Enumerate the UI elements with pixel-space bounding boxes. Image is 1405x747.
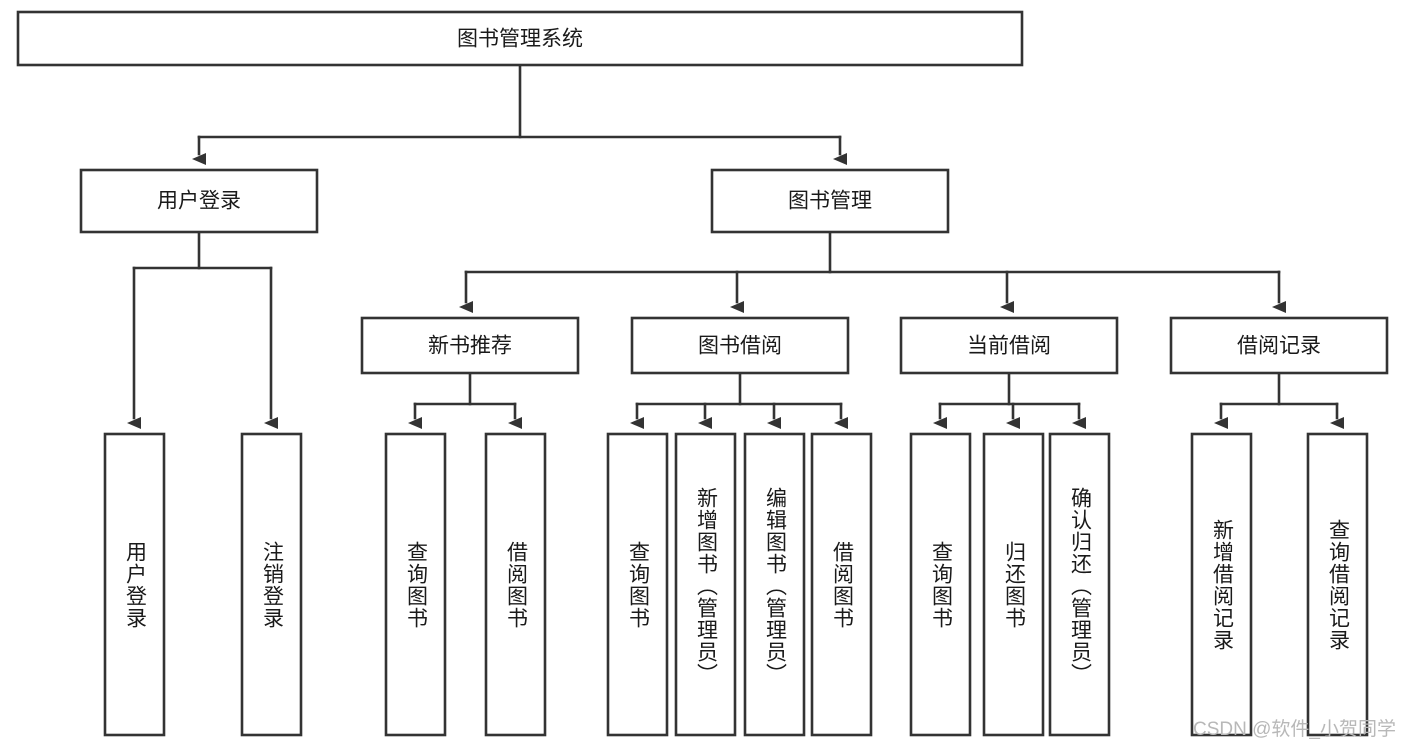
node-book-borrow[interactable]: 图书借阅 [630, 316, 850, 375]
leaf-borrow-borrow-book-box[interactable] [810, 432, 873, 737]
node-book-borrow-box[interactable] [630, 316, 850, 375]
leaf-current-confirm-return[interactable]: 确认归还（管理员） [1048, 432, 1111, 737]
connector-group-book-manage [459, 230, 1286, 313]
node-current-borrow[interactable]: 当前借阅 [899, 316, 1119, 375]
node-new-book-rec-label: 新书推荐 [428, 335, 512, 358]
connector-group-current-borrow [933, 371, 1086, 429]
csdn-watermark: CSDN @软件_小贺同学 [1193, 718, 1396, 740]
leaf-record-add[interactable]: 新增借阅记录 [1190, 432, 1253, 737]
leaf-record-query-label: 查询借阅记录 [1326, 519, 1350, 651]
leaf-current-return-book-label: 归还图书 [1002, 541, 1026, 629]
node-book-manage[interactable]: 图书管理 [710, 168, 950, 234]
leaf-rec-query-book-box[interactable] [384, 432, 447, 737]
leaf-borrow-borrow-book[interactable]: 借阅图书 [810, 432, 873, 737]
leaf-current-confirm-return-box[interactable] [1048, 432, 1111, 737]
node-book-manage-label: 图书管理 [788, 190, 872, 213]
node-book-borrow-label: 图书借阅 [698, 335, 782, 358]
connector-group-root [192, 63, 847, 165]
node-borrow-record-label: 借阅记录 [1237, 335, 1321, 358]
node-root-box[interactable] [16, 10, 1024, 67]
leaf-borrow-add-book-box[interactable] [674, 432, 737, 737]
leaf-current-query-book[interactable]: 查询图书 [909, 432, 972, 737]
leaf-rec-borrow-book-label: 借阅图书 [504, 541, 528, 629]
leaf-user-logout-box[interactable] [240, 432, 303, 737]
leaf-borrow-query-book-box[interactable] [606, 432, 669, 737]
leaf-borrow-query-book[interactable]: 查询图书 [606, 432, 669, 737]
leaf-user-logout[interactable]: 注销登录 [240, 432, 303, 737]
node-user-login-label: 用户登录 [157, 190, 241, 213]
leaf-rec-borrow-book[interactable]: 借阅图书 [484, 432, 547, 737]
node-root-label: 图书管理系统 [457, 28, 583, 51]
leaf-record-query-box[interactable] [1306, 432, 1369, 737]
node-current-borrow-label: 当前借阅 [967, 335, 1051, 358]
leaf-rec-borrow-book-box[interactable] [484, 432, 547, 737]
leaf-borrow-add-book-label: 新增图书（管理员） [694, 487, 718, 685]
leaf-borrow-borrow-book-label: 借阅图书 [830, 541, 854, 629]
leaf-current-query-book-label: 查询图书 [929, 541, 953, 629]
leaf-borrow-add-book[interactable]: 新增图书（管理员） [674, 432, 737, 737]
node-user-login-box[interactable] [79, 168, 319, 234]
node-root[interactable]: 图书管理系统 [16, 10, 1024, 67]
node-book-manage-box[interactable] [710, 168, 950, 234]
connector-group-borrow-record [1214, 371, 1344, 429]
leaf-current-return-book[interactable]: 归还图书 [982, 432, 1045, 737]
leaf-record-add-box[interactable] [1190, 432, 1253, 737]
leaf-rec-query-book[interactable]: 查询图书 [384, 432, 447, 737]
node-borrow-record-box[interactable] [1169, 316, 1389, 375]
leaf-user-login[interactable]: 用户登录 [103, 432, 166, 737]
node-borrow-record[interactable]: 借阅记录 [1169, 316, 1389, 375]
leaf-rec-query-book-label: 查询图书 [404, 541, 428, 629]
leaf-current-confirm-return-label: 确认归还（管理员） [1068, 487, 1092, 685]
leaf-borrow-edit-book-label: 编辑图书（管理员） [763, 487, 787, 685]
leaf-borrow-query-book-label: 查询图书 [626, 541, 650, 629]
leaf-user-login-label: 用户登录 [123, 541, 147, 629]
leaf-current-query-book-box[interactable] [909, 432, 972, 737]
node-new-book-rec-box[interactable] [360, 316, 580, 375]
leaf-borrow-edit-book[interactable]: 编辑图书（管理员） [743, 432, 806, 737]
leaf-user-login-box[interactable] [103, 432, 166, 737]
connector-group-book-borrow [630, 371, 848, 429]
node-user-login[interactable]: 用户登录 [79, 168, 319, 234]
leaf-record-query[interactable]: 查询借阅记录 [1306, 432, 1369, 737]
connector-group-new-book-rec [408, 371, 522, 429]
leaf-borrow-edit-book-box[interactable] [743, 432, 806, 737]
connector-group-user-login [127, 230, 278, 429]
leaf-user-logout-label: 注销登录 [260, 541, 284, 629]
leaf-record-add-label: 新增借阅记录 [1210, 519, 1234, 651]
node-new-book-rec[interactable]: 新书推荐 [360, 316, 580, 375]
node-current-borrow-box[interactable] [899, 316, 1119, 375]
leaf-current-return-book-box[interactable] [982, 432, 1045, 737]
